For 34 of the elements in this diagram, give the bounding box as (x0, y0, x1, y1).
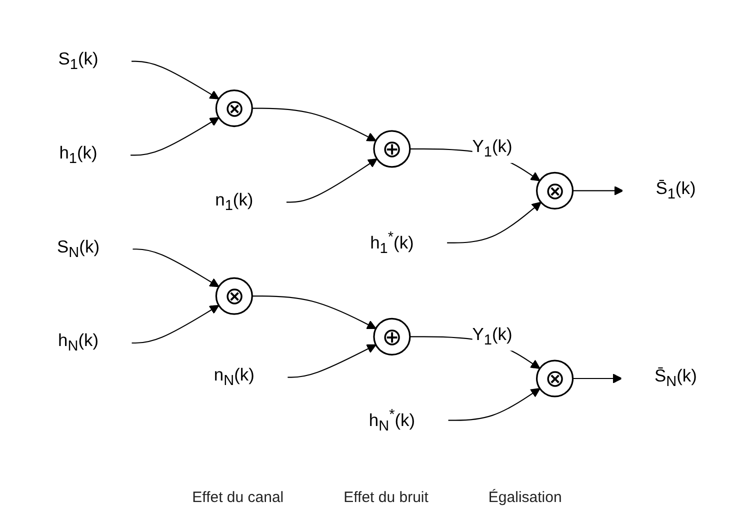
edge-label: Y$_{1}$(k) (472, 137, 512, 160)
arrow (446, 201, 542, 243)
node-text: S̄$_{N}$(k) (654, 367, 697, 390)
node-circle (373, 130, 411, 168)
node-text: S$_{N}$(k) (57, 238, 100, 260)
node-circle (373, 317, 411, 355)
stage-label: Effet du bruit (344, 489, 428, 506)
arrow (286, 158, 378, 202)
arrow (130, 116, 220, 156)
node-text: h$_{1}$$^{*}$(k) (370, 228, 414, 256)
arrow (448, 388, 540, 420)
arrow (131, 304, 220, 344)
node-text: S̄$_{1}$(k) (656, 179, 696, 202)
node-circle (536, 359, 574, 397)
node-text: h$_{N}$(k) (58, 332, 99, 354)
stage-label: Égalisation (488, 489, 562, 506)
arrow (572, 373, 622, 383)
arrow (287, 344, 376, 378)
edge-label: Y$_{1}$(k) (472, 325, 512, 348)
arrow (252, 295, 376, 328)
node-text: n$_{1}$(k) (215, 190, 254, 213)
node-text: h$_{1}$(k) (59, 144, 98, 166)
arrow (130, 60, 220, 99)
arrow (252, 107, 376, 141)
node-circle (215, 88, 253, 127)
node-circle (536, 171, 574, 210)
node-text: S$_{1}$(k) (58, 50, 98, 72)
stage-label: Effet du canal (192, 489, 284, 506)
signal-flow-diagram: Y$_{1}$(k) Y$_{1}$(k) S$_{1}$(k) ⊗ h$_{1}$(k) ⊕ n$_{1}$(k) ⊗ h$_{1}$$^{*}$(k) S̄$_{1}$(k) S$_{N}$(k) ⊗ h$_{N}$(k) ⊕ n$_{N}$(k) ⊗ h$_{N}$$^{*}$(k) S̄$_{N}$(k) (7, 22, 747, 462)
node-text: h$_{N}$$^{*}$(k) (368, 405, 416, 434)
node-text: n$_{N}$(k) (214, 366, 254, 388)
node-circle (215, 276, 253, 314)
arrow (572, 185, 624, 195)
arrow (132, 248, 220, 287)
